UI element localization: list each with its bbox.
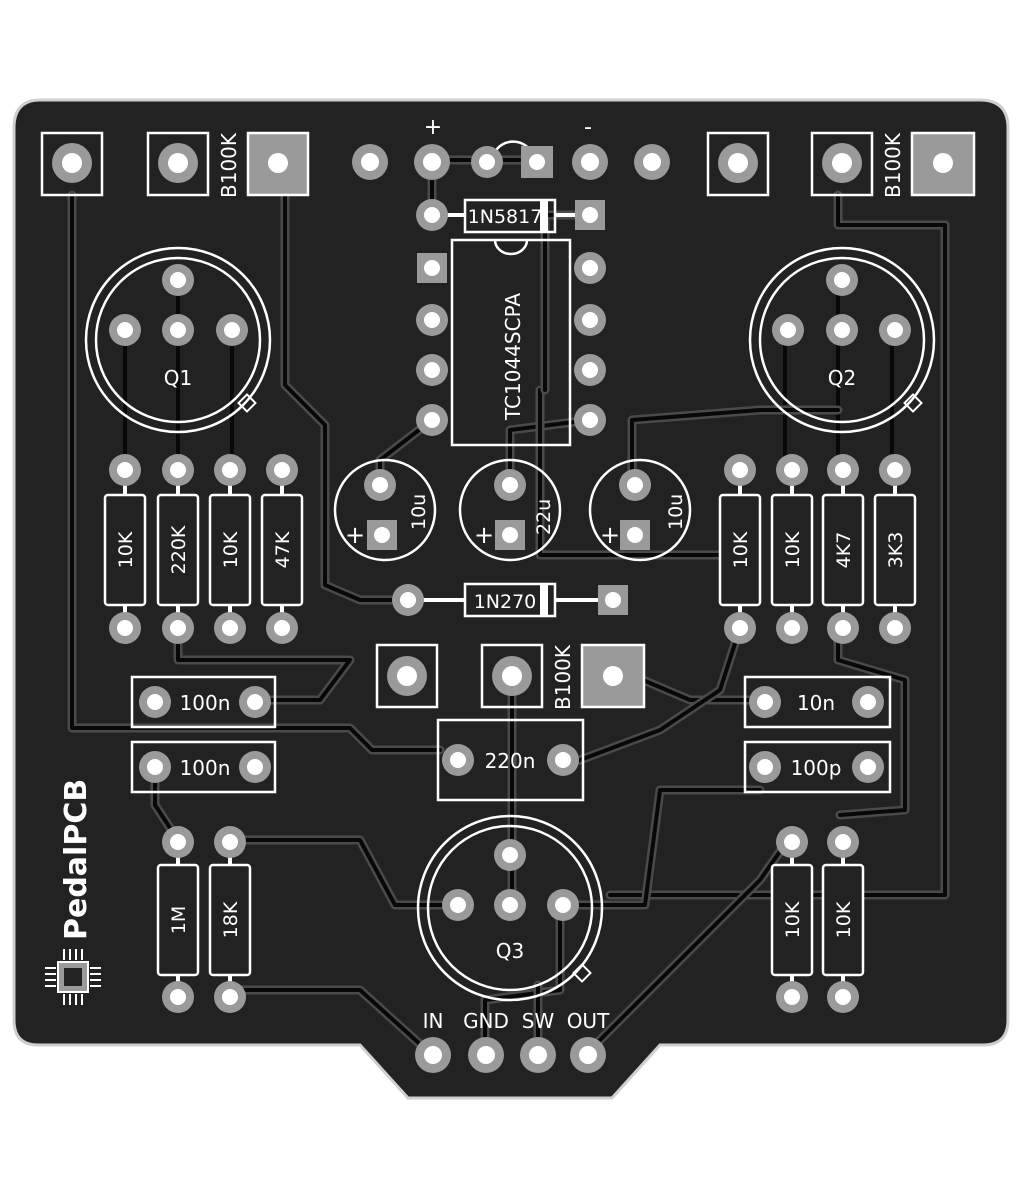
resistor-value: 47K	[272, 531, 294, 568]
cap-1-value: 10u	[408, 494, 430, 530]
conn-out-label: OUT	[567, 1009, 610, 1033]
pot-left-label: B100K	[217, 132, 241, 198]
cap-left-top-value: 100n	[180, 691, 231, 715]
resistor-value: 10K	[782, 531, 804, 568]
brand-logo: PedalPCB	[45, 779, 101, 1005]
resistor-value: 10K	[833, 901, 855, 938]
diode-1n5817: 1N5817	[416, 198, 605, 234]
transistor-q2: Q2	[748, 246, 936, 434]
transistor-q1: Q1	[84, 246, 272, 434]
resistor-value: 10K	[220, 531, 242, 568]
q3-label: Q3	[496, 939, 524, 963]
resistor-group-bottom-left: 1M 18K	[156, 826, 252, 1013]
transistor-q3: Q3	[416, 814, 604, 1002]
resistor: 1M	[156, 826, 200, 1013]
resistor: 10K	[718, 454, 762, 644]
q2-label: Q2	[828, 366, 856, 390]
q1-label: Q1	[164, 366, 192, 390]
cap-3-value: 10u	[665, 494, 687, 530]
cap-2-value: 22u	[533, 499, 555, 535]
resistor-group-left: 10K 220K 10K 47K	[103, 454, 304, 644]
resistor-value: 3K3	[885, 532, 907, 569]
cap-left-bottom: 100n	[130, 740, 277, 794]
cap-center: 220n	[436, 718, 585, 802]
electrolytic-cap-3: + 10u	[588, 458, 692, 562]
cap-right-bottom-value: 100p	[791, 756, 842, 780]
resistor-group-bottom-right: 10K 10K	[770, 826, 865, 1013]
resistor-value: 10K	[115, 531, 137, 568]
resistor: 18K	[208, 826, 252, 1013]
pot-center-label: B100K	[551, 644, 575, 710]
conn-gnd-label: GND	[463, 1009, 509, 1033]
electrolytic-cap-2: + 22u	[458, 458, 562, 562]
resistor: 4K7	[821, 454, 865, 644]
resistor-value: 220K	[168, 525, 190, 574]
resistor-value: 4K7	[833, 532, 855, 569]
conn-sw-label: SW	[522, 1009, 555, 1033]
power-minus-label: -	[584, 115, 592, 140]
cap-left-bottom-value: 100n	[180, 756, 231, 780]
resistor: 10K	[821, 826, 865, 1013]
resistor: 10K	[770, 454, 814, 644]
resistor-value: 10K	[782, 901, 804, 938]
resistor: 47K	[260, 454, 304, 644]
cap-plus-mark: +	[345, 521, 365, 549]
cap-right-top: 10n	[743, 675, 892, 729]
resistor: 10K	[770, 826, 814, 1013]
resistor-value: 10K	[730, 531, 752, 568]
resistor-group-right: 10K 10K 4K7 3K3	[718, 454, 917, 644]
diode-1n270: 1N270	[392, 582, 628, 618]
pot-right-footprint: B100K	[706, 131, 976, 198]
resistor: 3K3	[873, 454, 917, 644]
power-header: + -	[352, 115, 670, 180]
cap-plus-mark: +	[474, 521, 494, 549]
pot-right-label: B100K	[881, 132, 905, 198]
resistor: 220K	[156, 454, 200, 644]
brand-text: PedalPCB	[59, 779, 94, 940]
io-connector: IN GND SW OUT	[415, 1009, 610, 1073]
cap-plus-mark: +	[600, 521, 620, 549]
cap-center-value: 220n	[485, 749, 536, 773]
diode-1n5817-label: 1N5817	[468, 206, 543, 228]
resistor: 10K	[208, 454, 252, 644]
diode-1n270-label: 1N270	[474, 591, 537, 613]
conn-in-label: IN	[423, 1009, 444, 1033]
cap-right-bottom: 100p	[743, 740, 892, 794]
resistor: 10K	[103, 454, 147, 644]
cap-right-top-value: 10n	[797, 691, 835, 715]
ic-label: TC1044SCPA	[501, 293, 525, 421]
power-plus-label: +	[424, 115, 442, 140]
ic-tc1044: TC1044SCPA	[416, 238, 606, 447]
resistor-value: 18K	[220, 901, 242, 938]
resistor-value: 1M	[168, 906, 190, 934]
pot-left-footprint: B100K	[40, 131, 310, 198]
cap-left-top: 100n	[130, 675, 277, 729]
electrolytic-cap-1: + 10u	[333, 458, 437, 562]
pot-center-footprint: B100K	[375, 643, 646, 710]
